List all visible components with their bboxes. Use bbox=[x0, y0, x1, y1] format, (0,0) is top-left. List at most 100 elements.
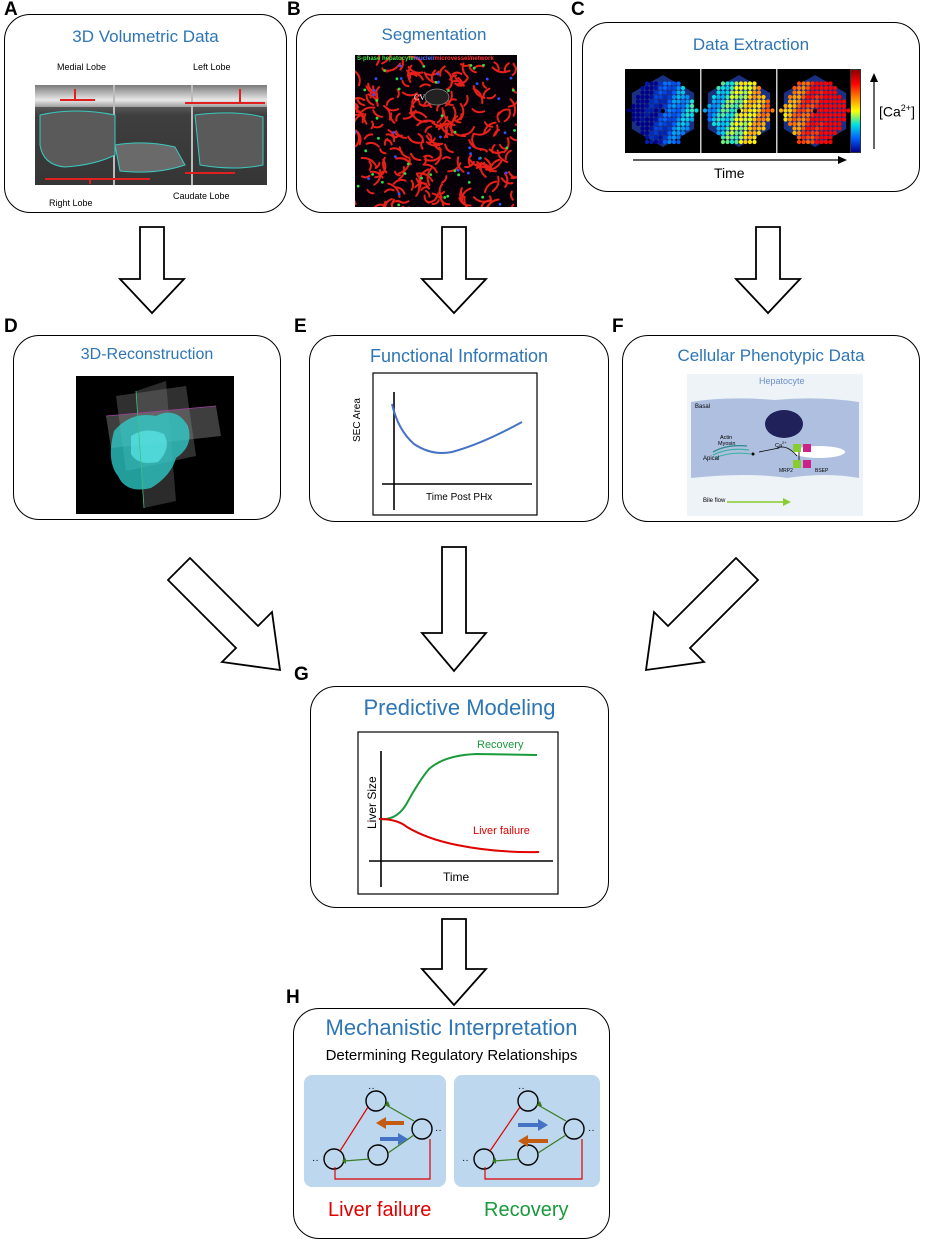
microvessel-segment bbox=[401, 79, 410, 88]
cell-dot bbox=[729, 130, 735, 136]
microvessel-segment bbox=[459, 187, 465, 198]
nucleus-dot bbox=[469, 63, 473, 67]
cell-dot bbox=[640, 117, 645, 122]
panel-3d-volumetric: 3D Volumetric Data Medial Lobe Left Lobe bbox=[4, 14, 287, 213]
cell-dot bbox=[716, 126, 721, 131]
cell-dot bbox=[823, 85, 829, 91]
nucleus-dot bbox=[355, 130, 357, 134]
cell-dot bbox=[707, 103, 712, 109]
cell-dot bbox=[756, 117, 762, 122]
cell-dot bbox=[707, 108, 712, 113]
cell-dot bbox=[801, 103, 806, 109]
cell-dot bbox=[801, 126, 806, 131]
arrow-c-to-f bbox=[734, 225, 802, 315]
central-vein-dot bbox=[661, 109, 665, 113]
cell-dot bbox=[837, 94, 842, 100]
microvessel-segment bbox=[369, 170, 384, 179]
microvessel-segment bbox=[355, 113, 365, 118]
microvessel-segment bbox=[391, 134, 400, 139]
cell-dot bbox=[752, 108, 757, 113]
cell-dot bbox=[716, 85, 721, 91]
cell-dot bbox=[720, 99, 726, 104]
cell-dot bbox=[662, 126, 668, 131]
cell-dot bbox=[658, 112, 663, 118]
nucleus-dot bbox=[509, 76, 513, 80]
microvessel-segment bbox=[355, 97, 366, 101]
cell-dot bbox=[828, 90, 833, 95]
svg-text:··: ·· bbox=[462, 1155, 469, 1166]
cell-dot bbox=[676, 90, 681, 95]
cell-dot bbox=[792, 85, 797, 91]
cell-dot bbox=[725, 121, 730, 127]
nucleus-dot bbox=[469, 152, 472, 156]
label-liver-failure: Liver failure bbox=[328, 1199, 432, 1221]
cell-dot bbox=[792, 99, 797, 104]
microvessel-segment bbox=[423, 155, 428, 165]
cell-dot bbox=[680, 112, 686, 118]
label-ca-sup: 2+ bbox=[782, 440, 787, 445]
cell-dot bbox=[667, 81, 672, 86]
cell-dot bbox=[720, 85, 726, 91]
cell-dot bbox=[801, 117, 806, 122]
legend-hepatocyte: S-phase hepatocyte bbox=[357, 56, 414, 62]
cell-dot bbox=[734, 103, 739, 109]
microvessel-segment bbox=[463, 94, 469, 107]
microvessel-segment bbox=[384, 198, 393, 207]
nucleus-dot bbox=[356, 184, 360, 188]
nucleus-dot bbox=[497, 97, 501, 101]
panel-title: Cellular Phenotypic Data bbox=[677, 346, 865, 365]
cell-dot bbox=[662, 85, 668, 91]
cell-dot bbox=[734, 90, 739, 95]
label-mrp2: MRP2 bbox=[779, 468, 793, 474]
microvessel-segment bbox=[510, 203, 515, 207]
microvessel-segment bbox=[461, 187, 472, 201]
cv-label: CV bbox=[414, 93, 426, 102]
cell-dot bbox=[667, 126, 672, 131]
microvessel-segment bbox=[372, 109, 384, 118]
microvessel-segment bbox=[514, 123, 517, 126]
cell-dot bbox=[805, 99, 811, 104]
cell-dot bbox=[667, 135, 672, 140]
cell-dot bbox=[734, 81, 739, 86]
colorbar bbox=[850, 69, 861, 153]
cell-dot bbox=[720, 108, 726, 113]
cell-dot bbox=[658, 126, 663, 131]
cell-dot bbox=[671, 117, 677, 122]
cell-dot bbox=[752, 130, 757, 136]
cell-dot bbox=[662, 103, 668, 109]
microvessel-segment bbox=[425, 141, 444, 147]
microvessel-segment bbox=[360, 156, 378, 169]
cell-dot bbox=[685, 126, 690, 131]
microvessel-segment bbox=[471, 108, 486, 114]
cell-dot bbox=[631, 103, 636, 109]
cell-dot bbox=[671, 121, 677, 127]
cell-dot bbox=[819, 108, 824, 113]
microvessel-segment bbox=[468, 64, 477, 74]
microvessel-segment bbox=[383, 188, 395, 193]
cell-dot bbox=[680, 99, 686, 104]
cell-dot bbox=[680, 90, 686, 95]
cell-dot bbox=[743, 94, 748, 100]
cell-dot bbox=[828, 81, 833, 86]
nucleus-dot bbox=[468, 146, 472, 150]
panel-title: Data Extraction bbox=[692, 35, 810, 54]
microvessel-segment bbox=[413, 97, 421, 104]
microvessel-segment bbox=[395, 157, 412, 166]
cell-dot bbox=[747, 108, 753, 113]
svg-text:··: ·· bbox=[435, 1125, 442, 1136]
cell-dot bbox=[743, 126, 748, 131]
microvessel-segment bbox=[367, 93, 379, 107]
cell-dot bbox=[819, 94, 824, 100]
cell-dot bbox=[649, 103, 654, 109]
arrow-a-to-d bbox=[118, 225, 186, 315]
cell-dot bbox=[801, 139, 806, 145]
panel-letter-f: F bbox=[612, 316, 624, 337]
cell-dot bbox=[653, 126, 659, 131]
nucleus-dot bbox=[420, 176, 423, 180]
cell-dot bbox=[810, 135, 815, 140]
cell-dot bbox=[752, 85, 757, 91]
microvessel-segment bbox=[512, 62, 517, 71]
cell-dot bbox=[828, 108, 833, 113]
cell-dot bbox=[796, 99, 802, 104]
cell-dot bbox=[747, 103, 753, 109]
